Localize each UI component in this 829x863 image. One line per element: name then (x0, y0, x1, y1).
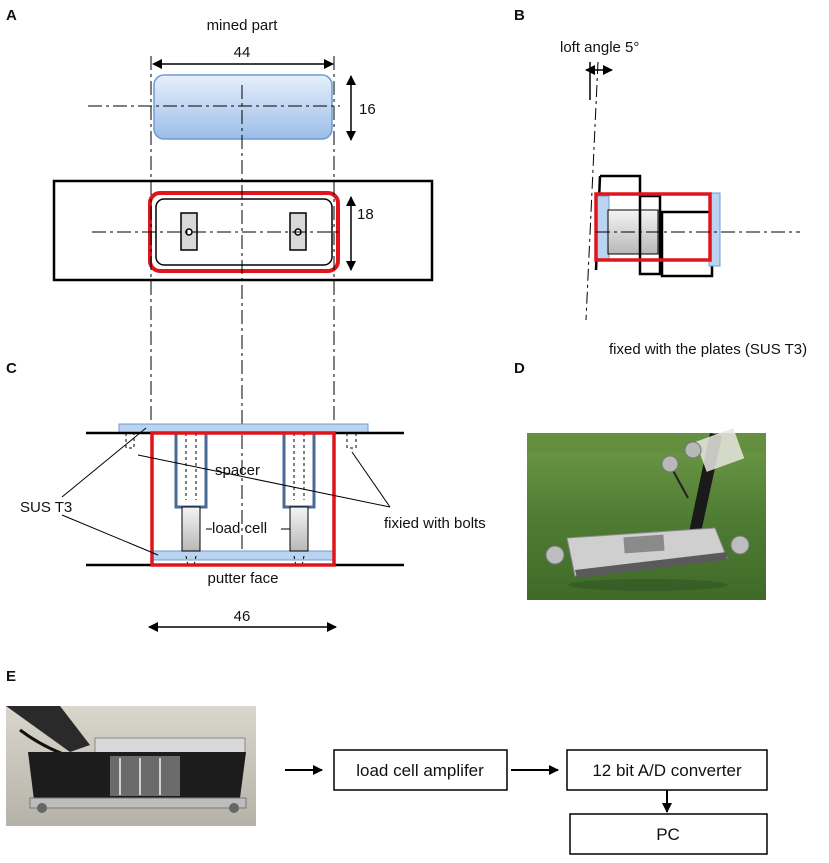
panel-d: D (514, 360, 766, 600)
panel-c: C spacer load cell SUS T3 fixied wi (6, 360, 486, 632)
mined-part-block (153, 74, 333, 140)
load-cell-left (181, 506, 201, 552)
dim-46-label: 46 (234, 608, 251, 625)
panel-a: A mined part 44 16 18 (6, 7, 434, 282)
dim-18-label: 18 (357, 206, 374, 223)
load-cell-right (289, 506, 309, 552)
leader-lines (61, 427, 391, 556)
sensor-photo (6, 706, 256, 826)
pc-box (569, 813, 768, 855)
plates-caption: fixed with the plates (SUS T3) (609, 341, 807, 358)
body-block-middle (638, 194, 662, 276)
panel-c-letter: C (6, 360, 17, 377)
bolt-dashes (125, 433, 357, 567)
loft-angle-label: loft angle 5° (560, 39, 639, 56)
panel-a-letter: A (6, 7, 17, 24)
mined-part-label: mined part (207, 17, 279, 34)
dim-16-label: 16 (359, 101, 376, 118)
body-block-rear (660, 210, 714, 278)
spacer-right (282, 431, 316, 509)
spacer-label: spacer (215, 462, 260, 479)
dim-44-label: 44 (234, 44, 251, 61)
pc-label: PC (656, 825, 680, 844)
panel-e-letter: E (6, 668, 16, 685)
putter-face-label: putter face (208, 570, 279, 587)
face-plate (595, 195, 610, 262)
panel-b-letter: B (514, 7, 525, 24)
amplifier-box (333, 749, 508, 791)
cross-section-highlight (594, 192, 712, 262)
converter-label: 12 bit A/D converter (592, 761, 742, 780)
loft-centerline (585, 61, 599, 321)
panel-d-letter: D (514, 360, 525, 377)
sus-label: SUS T3 (20, 499, 72, 516)
bolts-label: fixied with bolts (384, 515, 486, 532)
converter-box (566, 749, 768, 791)
amplifier-label: load cell amplifer (356, 761, 484, 780)
assembly-highlight (150, 431, 336, 567)
bottom-plate (151, 550, 335, 561)
putter-head-outline (52, 179, 434, 282)
load-cell-label: load cell (212, 520, 267, 537)
panel-b: B loft angle 5° fixed with the plates (S… (514, 7, 807, 358)
panel-e: E load cell amplifer 12 bit A/D convert (6, 668, 768, 855)
spacer-left (174, 431, 208, 509)
putter-photo (527, 428, 766, 600)
